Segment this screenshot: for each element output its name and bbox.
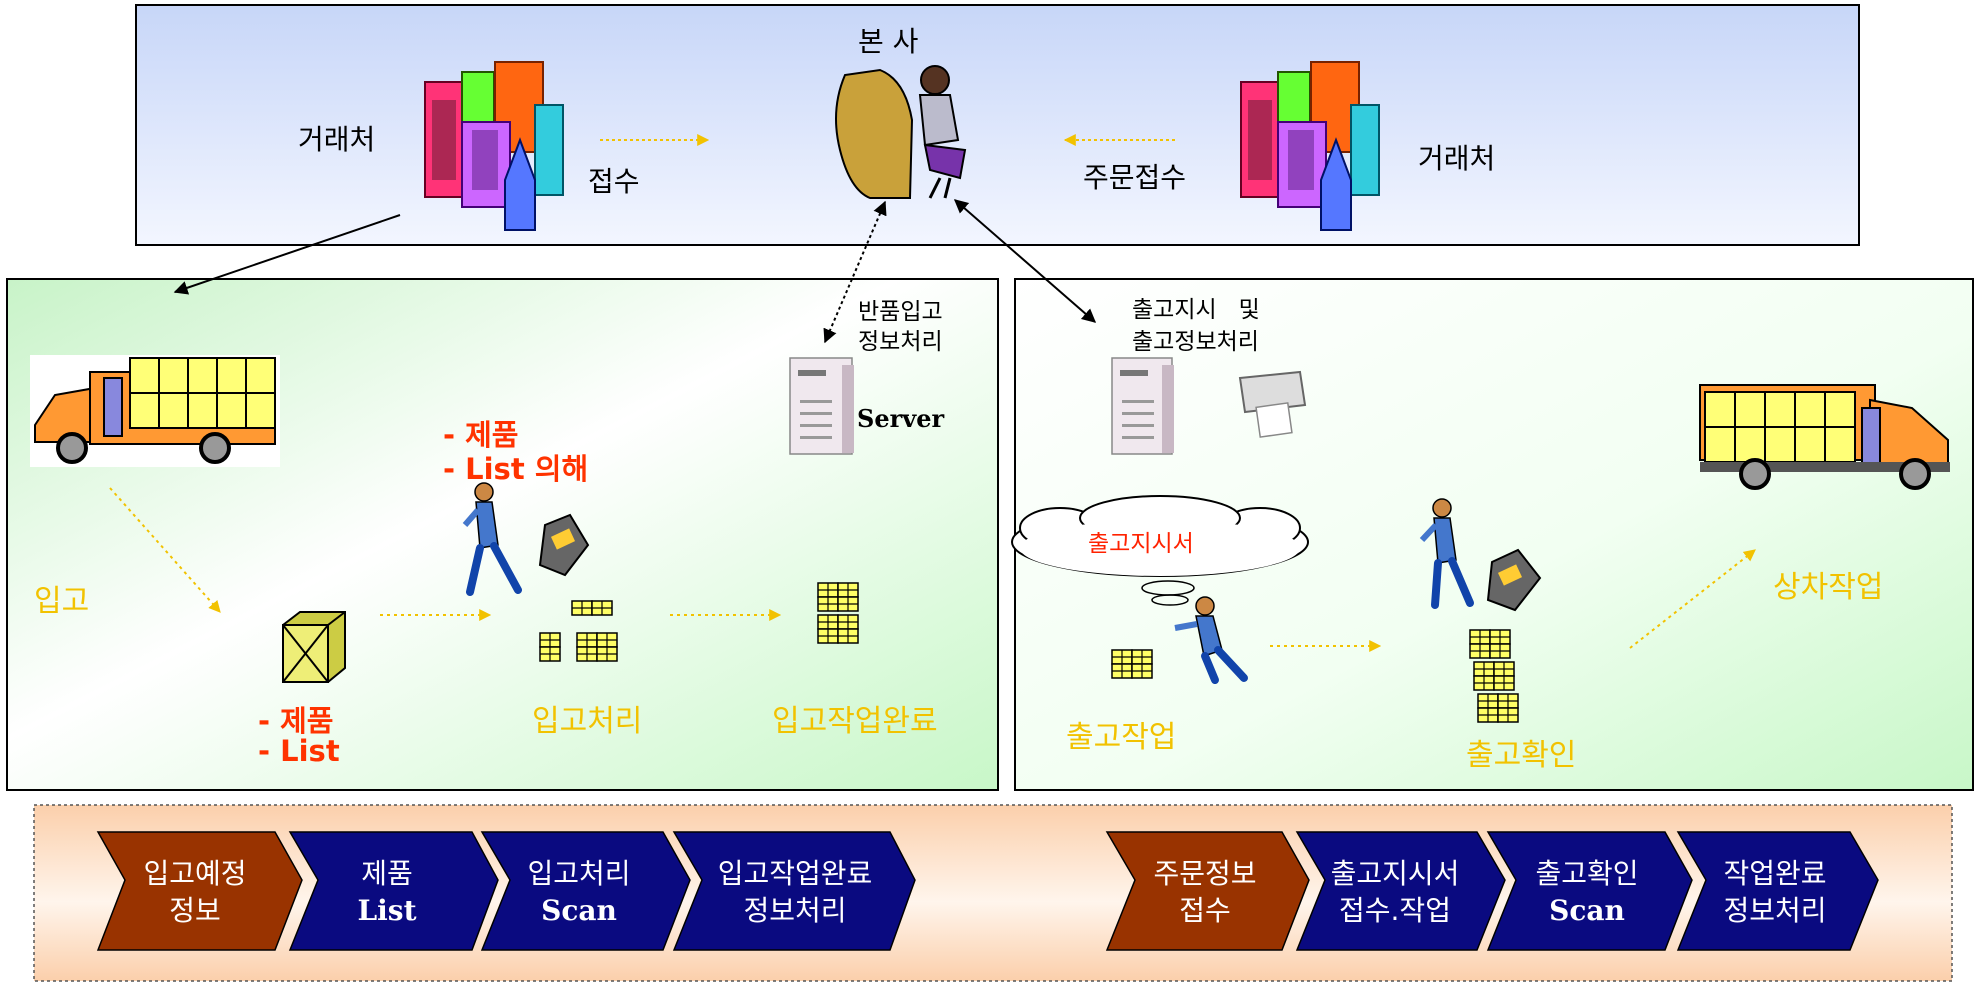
scan-note-2: - List 의해	[443, 452, 589, 486]
step-chevron-inbound-4	[672, 831, 916, 951]
step-chevron-outbound-3	[1486, 831, 1693, 951]
printer-icon	[1238, 370, 1307, 438]
inbound-truck-icon	[30, 355, 280, 467]
outbound-server-icon	[1111, 357, 1174, 455]
receipt-label: 접수	[588, 165, 640, 198]
inbound-complete-label: 입고작업완료	[772, 704, 938, 739]
inbound-process-flow	[96, 831, 916, 951]
product-crate-icon	[282, 611, 346, 683]
step-chevron-inbound-3	[480, 831, 691, 951]
step-chevron-outbound-1	[1105, 831, 1310, 951]
client-buildings-icon-left	[424, 61, 564, 231]
server-icon	[789, 357, 854, 455]
step-chevron-inbound-2	[288, 831, 499, 951]
cloud-text: 출고지시서	[1088, 531, 1194, 557]
outbound-work-label: 출고작업	[1066, 720, 1177, 755]
outbound-scanner-icon	[1486, 548, 1542, 612]
server-label: Server	[857, 404, 945, 433]
outbound-confirm-label: 출고확인	[1466, 738, 1577, 773]
right-client-label: 거래처	[1418, 142, 1496, 175]
client-buildings-icon-right	[1240, 61, 1380, 231]
client-to-inbound-arrow	[173, 214, 401, 295]
picked-boxes-icon	[1111, 649, 1153, 679]
picking-worker-icon	[1174, 596, 1248, 684]
step-chevron-outbound-2	[1295, 831, 1506, 951]
outbound-order-arrow	[953, 199, 1097, 323]
step-chevron-outbound-4	[1676, 831, 1879, 951]
scan-note-1: - 제품	[443, 418, 519, 452]
box-note-1: - 제품	[258, 704, 334, 738]
order-info-label-2: 출고정보처리	[1132, 329, 1259, 355]
inbound-process-label: 입고처리	[532, 704, 643, 739]
box-note-2: - List	[258, 734, 340, 768]
order-info-label-1: 출고지시 및	[1132, 297, 1260, 323]
scanning-worker-icon	[462, 482, 522, 596]
loading-label: 상차작업	[1773, 570, 1884, 605]
to-loading-arrow	[1629, 549, 1756, 649]
step-chevron-inbound-1	[96, 831, 303, 951]
instruction-cloud-icon	[1011, 495, 1309, 606]
hq-panel	[135, 4, 1860, 246]
hq-title: 본 사	[858, 25, 919, 58]
barcode-scanner-icon	[538, 513, 590, 577]
order-receipt-label: 주문접수	[1083, 161, 1187, 194]
arrival-label: 입고	[34, 584, 90, 619]
return-info-label-2: 정보처리	[858, 329, 943, 355]
left-client-label: 거래처	[298, 123, 376, 156]
return-info-label-1: 반품입고	[858, 299, 943, 325]
hq-operator-icon	[835, 65, 967, 199]
outbound-truck-icon	[1699, 384, 1950, 490]
return-info-arrow	[823, 200, 887, 344]
confirming-worker-icon	[1419, 498, 1474, 609]
outbound-process-flow	[1105, 831, 1879, 951]
